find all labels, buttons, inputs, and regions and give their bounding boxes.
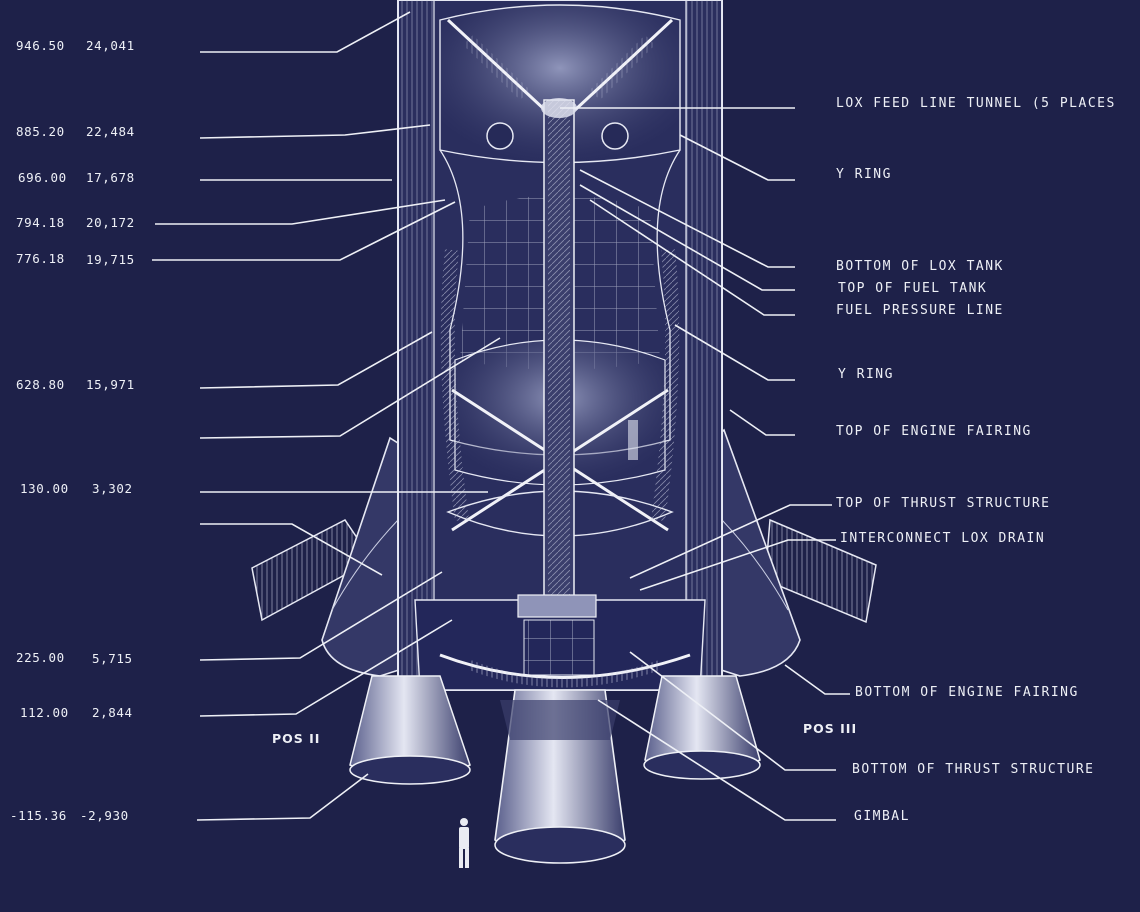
station-cm: 3,302	[92, 481, 133, 496]
label-top-of-engine-fairing: TOP OF ENGINE FAIRING	[836, 424, 1032, 439]
label-pos-ii: POS II	[272, 731, 321, 746]
station-inches: 946.50	[16, 38, 65, 53]
label-lox-feed-line-tunnel: LOX FEED LINE TUNNEL (5 PLACES	[836, 96, 1116, 111]
station-cm: 2,844	[92, 705, 133, 720]
label-y-ring-upper: Y RING	[836, 167, 892, 182]
station-cm: 22,484	[86, 124, 135, 139]
label-bottom-of-thrust-structure: BOTTOM OF THRUST STRUCTURE	[852, 762, 1095, 777]
engine-bells	[349, 675, 761, 864]
station-inches: 794.18	[16, 215, 65, 230]
label-bottom-of-engine-fairing: BOTTOM OF ENGINE FAIRING	[855, 685, 1079, 700]
label-gimbal: GIMBAL	[854, 809, 910, 824]
label-bottom-of-lox-tank: BOTTOM OF LOX TANK	[836, 259, 1004, 274]
label-top-of-fuel-tank: TOP OF FUEL TANK	[838, 281, 988, 296]
station-inches: 130.00	[20, 481, 69, 496]
station-inches: 112.00	[20, 705, 69, 720]
label-pos-iii: POS III	[803, 721, 858, 736]
station-inches: 696.00	[18, 170, 67, 185]
station-cm: -2,930	[80, 808, 129, 823]
label-fuel-pressure-line: FUEL PRESSURE LINE	[836, 303, 1004, 318]
station-cm: 20,172	[86, 215, 135, 230]
station-inches: 628.80	[16, 377, 65, 392]
label-y-ring-lower: Y RING	[838, 367, 894, 382]
station-cm: 15,971	[86, 377, 135, 392]
leader-lines	[152, 11, 850, 821]
station-cm: 24,041	[86, 38, 135, 53]
station-inches: -115.36	[10, 808, 67, 823]
station-cm: 5,715	[92, 651, 133, 666]
station-inches: 225.00	[16, 650, 65, 665]
thrust-structure	[414, 594, 706, 691]
human-figure	[459, 818, 469, 868]
station-cm: 19,715	[86, 252, 135, 267]
station-inches: 885.20	[16, 124, 65, 139]
label-interconnect-lox-drain: INTERCONNECT LOX DRAIN	[840, 531, 1046, 546]
label-top-of-thrust-structure: TOP OF THRUST STRUCTURE	[836, 496, 1051, 511]
station-inches: 776.18	[16, 251, 65, 266]
station-cm: 17,678	[86, 170, 135, 185]
